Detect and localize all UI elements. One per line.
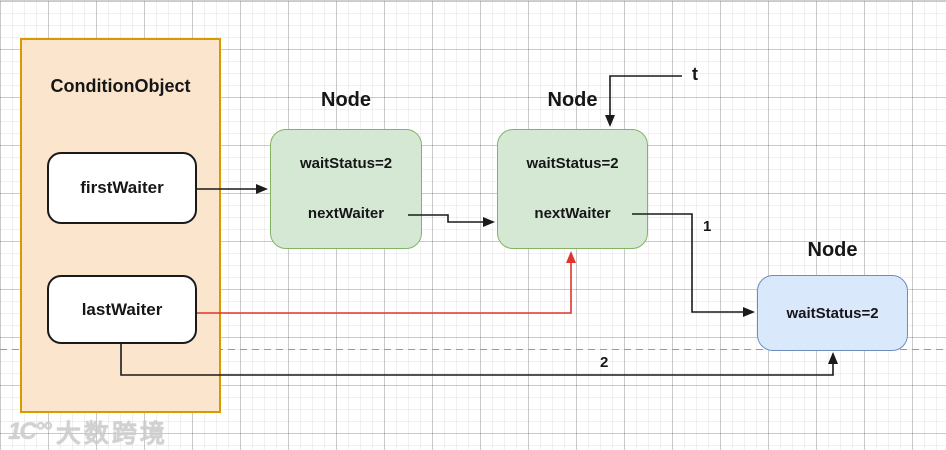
node3-title: Node xyxy=(807,239,858,261)
first-waiter-label: firstWaiter xyxy=(80,178,164,197)
condition-object-title: ConditionObject xyxy=(50,76,191,96)
first-waiter-field: firstWaiter xyxy=(47,152,197,224)
node2-box: waitStatus=2 nextWaiter xyxy=(497,129,648,249)
last-waiter-label: lastWaiter xyxy=(81,299,163,319)
last-waiter-field: lastWaiter xyxy=(47,275,197,344)
node3-wait-status: waitStatus=2 xyxy=(786,304,879,322)
watermark-logo-icon: 1C°° xyxy=(8,418,52,445)
step-2-label: 2 xyxy=(600,354,609,371)
thread-t-label: t xyxy=(692,64,698,84)
watermark-text: 大数跨境 xyxy=(55,420,168,448)
watermark: 1C°° 大数跨境 xyxy=(8,414,168,450)
edge-node2-nextwaiter-to-node3 xyxy=(632,213,755,317)
node1-box: waitStatus=2 nextWaiter xyxy=(270,129,422,249)
condition-object-box: ConditionObject xyxy=(20,38,221,413)
node1-wait-status: waitStatus=2 xyxy=(299,155,393,172)
node3-box: waitStatus=2 xyxy=(757,275,908,351)
edge-lastwaiter-to-node2-red xyxy=(197,251,576,314)
node2-title: Node xyxy=(547,89,598,111)
node1-title: Node xyxy=(321,89,371,111)
node1-next-waiter: nextWaiter xyxy=(307,205,385,222)
step-1-label: 1 xyxy=(703,218,712,235)
node2-next-waiter: nextWaiter xyxy=(534,205,611,222)
node2-wait-status: waitStatus=2 xyxy=(526,155,619,172)
